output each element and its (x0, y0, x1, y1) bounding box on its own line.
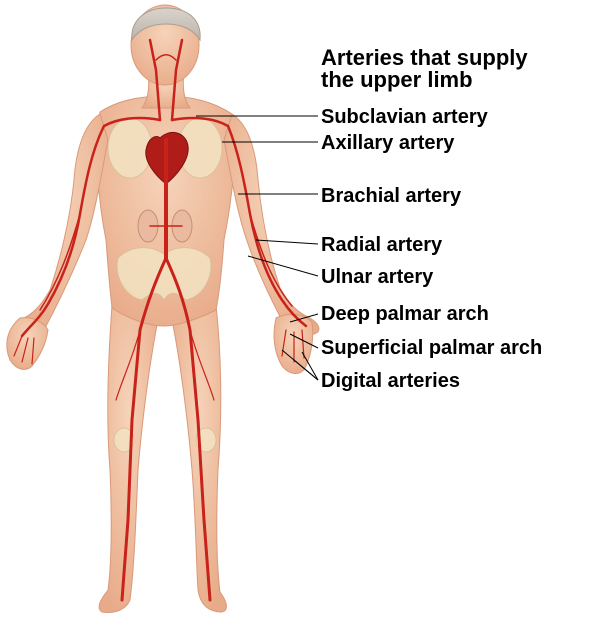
label-ulnar-artery: Ulnar artery (321, 266, 434, 288)
title-line-1: Arteries that supply (321, 45, 528, 70)
leader-radial (255, 239, 319, 245)
label-superficial-palmar-arch: Superficial palmar arch (321, 337, 543, 359)
label-deep-palmar-arch: Deep palmar arch (321, 303, 489, 325)
right-arm (223, 113, 320, 335)
label-brachial-artery: Brachial artery (321, 185, 462, 207)
leader-digital-3 (301, 351, 319, 381)
leader-digital-2 (293, 359, 319, 381)
leader-ulnar (247, 255, 319, 277)
title-line-2: the upper limb (321, 67, 473, 92)
leader-lines (196, 115, 319, 381)
left-hand (6, 317, 49, 370)
body-silhouette (6, 4, 320, 613)
arteries (13, 38, 308, 602)
right-hand (273, 314, 314, 374)
hair (131, 7, 201, 42)
label-digital-arteries: Digital arteries (321, 370, 460, 392)
skeleton-hints (107, 117, 223, 453)
left-lung (107, 117, 153, 179)
label-axillary-artery: Axillary artery (321, 132, 455, 154)
left-arm (10, 113, 109, 337)
leader-superficial-palmar (289, 333, 319, 349)
left-leg (98, 304, 159, 613)
leader-deep-palmar (289, 313, 319, 323)
left-knee (113, 427, 135, 453)
label-radial-artery: Radial artery (321, 234, 443, 256)
label-subclavian-artery: Subclavian artery (321, 106, 488, 128)
